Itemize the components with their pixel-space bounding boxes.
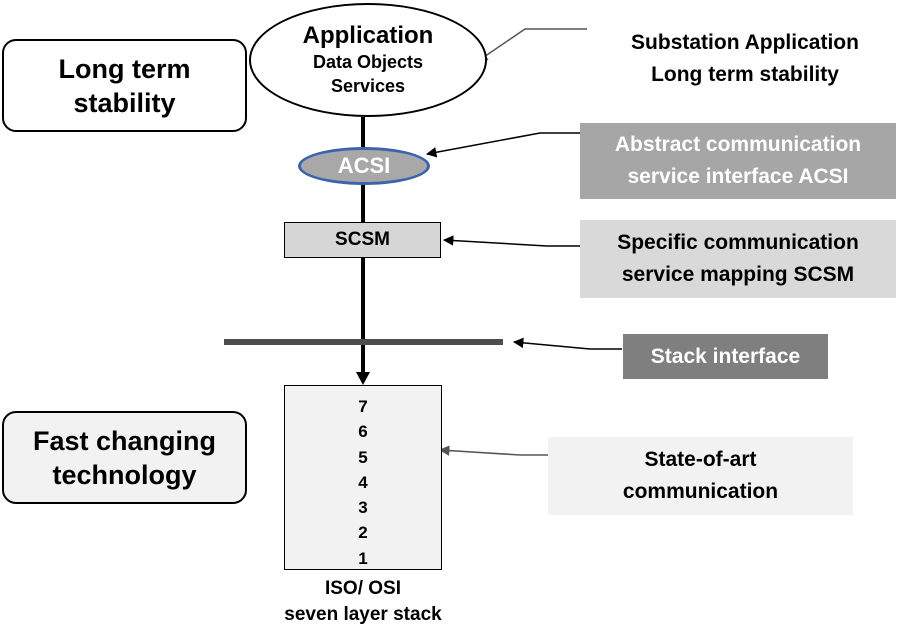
substation-line-1: Substation Application: [631, 31, 859, 54]
leader-state-of-art: [438, 445, 548, 456]
leader-substation: [477, 28, 587, 62]
acsi-ellipse: ACSI: [298, 147, 430, 185]
scsm-description-box: Specific communication service mapping S…: [580, 220, 896, 298]
acsi-desc-line-2: service interface ACSI: [627, 165, 849, 188]
stack-interface-label: Stack interface: [650, 344, 801, 368]
application-ellipse: Application Data Objects Services: [249, 3, 487, 117]
osi-layer: 4: [358, 472, 368, 492]
osi-layer: 1: [358, 548, 368, 568]
osi-caption-line-1: ISO/ OSI: [324, 578, 402, 599]
trunk-arrowhead: [356, 372, 370, 385]
osi-layer: 6: [358, 422, 368, 442]
fast-changing-line-2: technology: [52, 459, 197, 490]
long-term-stability-box: Long term stability: [2, 39, 247, 132]
application-services: Services: [330, 76, 406, 96]
osi-layer: 3: [358, 498, 368, 518]
state-of-art-line-2: communication: [622, 480, 779, 503]
acsi-desc-line-1: Abstract communication: [614, 133, 862, 156]
scsm-box: SCSM: [284, 222, 441, 258]
long-term-line-1: Long term: [58, 53, 191, 84]
state-of-art-line-1: State-of-art: [644, 448, 757, 471]
scsm-desc-line-2: service mapping SCSM: [621, 263, 855, 286]
osi-stack-caption: ISO/ OSI seven layer stack: [248, 576, 478, 628]
substation-line-2: Long term stability: [651, 63, 839, 86]
scsm-label: SCSM: [335, 229, 390, 250]
fast-changing-technology-box: Fast changing technology: [2, 411, 247, 504]
leader-acsi: [425, 132, 580, 158]
osi-caption-line-2: seven layer stack: [284, 604, 442, 625]
application-title: Application: [302, 22, 434, 49]
osi-layer: 2: [358, 523, 368, 543]
scsm-desc-line-1: Specific communication: [617, 231, 859, 254]
acsi-description-box: Abstract communication service interface…: [580, 123, 896, 199]
state-of-art-box: State-of-art communication: [548, 437, 853, 515]
leader-scsm: [442, 235, 580, 247]
stack-interface-box: Stack interface: [623, 334, 828, 379]
acsi-label: ACSI: [337, 153, 391, 178]
osi-stack-box: 7 6 5 4 3 2 1: [284, 385, 442, 570]
long-term-line-2: stability: [73, 87, 176, 118]
application-data-objects: Data Objects: [312, 52, 424, 72]
osi-layer: 7: [358, 397, 368, 416]
leader-stack-interface: [512, 337, 622, 350]
substation-application-label: Substation Application Long term stabili…: [590, 26, 900, 92]
fast-changing-line-1: Fast changing: [32, 425, 216, 456]
osi-layer: 5: [358, 447, 368, 467]
